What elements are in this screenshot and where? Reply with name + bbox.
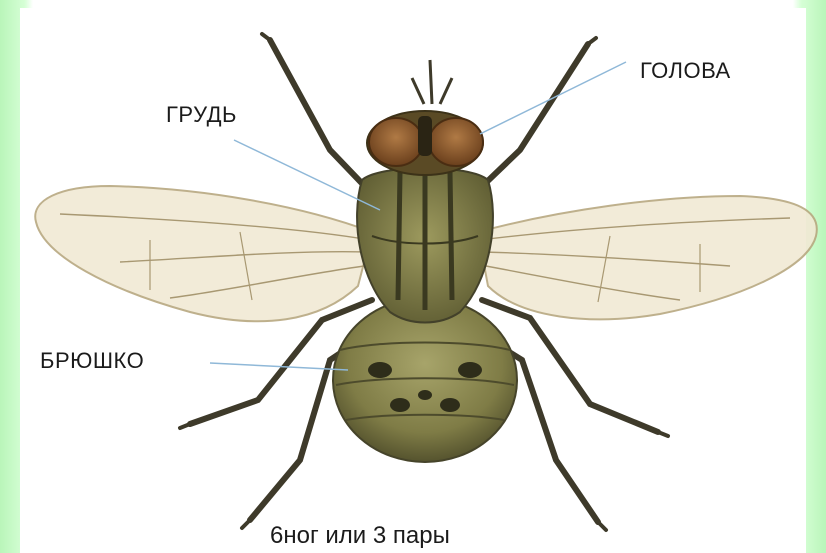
label-abdomen: БРЮШКО bbox=[40, 348, 144, 374]
label-thorax: ГРУДЬ bbox=[166, 102, 237, 128]
legs-caption: 6ног или 3 пары bbox=[270, 522, 450, 550]
thorax bbox=[357, 168, 493, 323]
left-wing bbox=[35, 186, 372, 321]
head bbox=[367, 60, 483, 175]
label-head: ГОЛОВА bbox=[640, 58, 731, 84]
head-pointer bbox=[480, 62, 626, 134]
right-wing bbox=[478, 196, 817, 319]
